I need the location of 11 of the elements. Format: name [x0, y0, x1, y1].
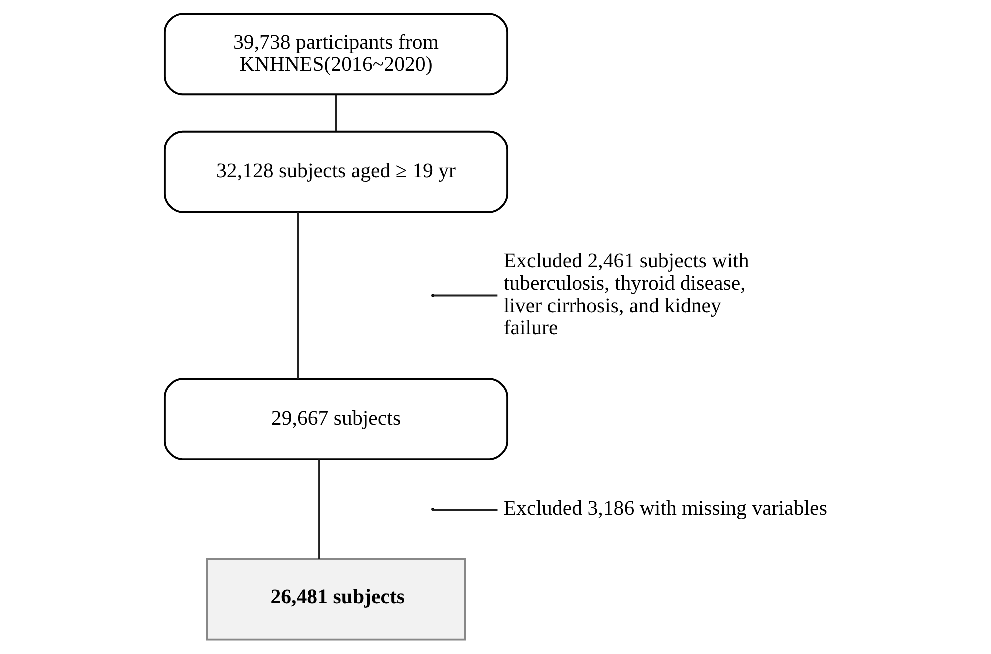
connector	[296, 212, 299, 380]
node-text: Excluded 2,461 subjects with tuberculosis, thyroid disease, liver cirrhosis, and kidney failure	[503, 248, 749, 340]
node-box: 26,481 subjects	[206, 558, 466, 641]
connector	[432, 509, 498, 512]
connector	[334, 94, 337, 132]
node-box: 29,667 subjects	[164, 378, 508, 461]
node-box: 39,738 participants from KNHNES(2016~2020)	[164, 13, 508, 96]
node-text: Excluded 3,186 with missing variables	[503, 496, 827, 520]
connector	[318, 460, 320, 560]
connector	[433, 294, 498, 297]
node-box: 32,128 subjects aged ≥ 19 yr	[164, 130, 508, 214]
